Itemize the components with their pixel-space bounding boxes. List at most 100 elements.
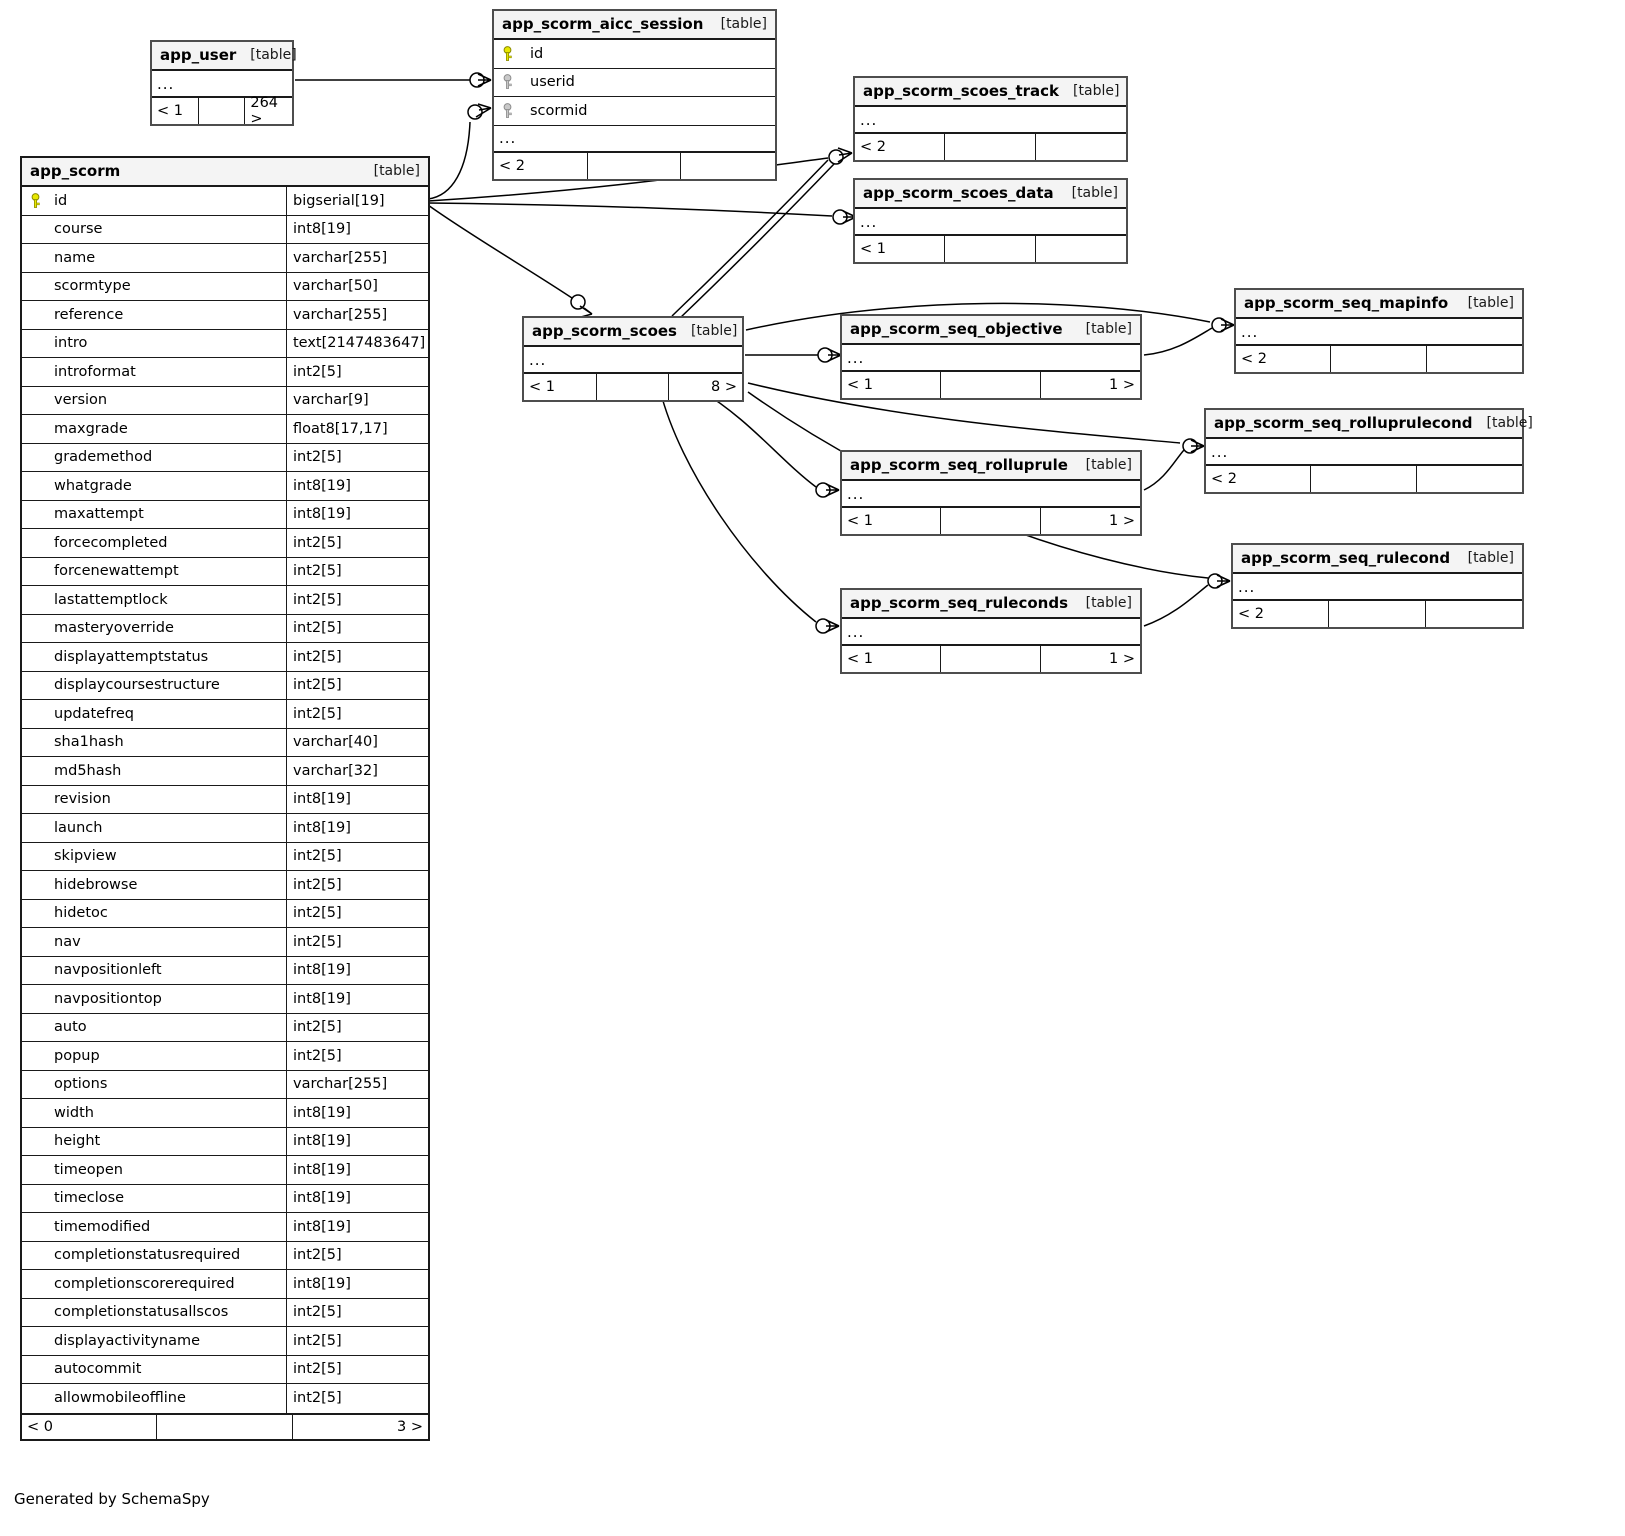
table-title: app_scorm_seq_rolluprule: [850, 456, 1068, 474]
table-node-app-user[interactable]: app_user [table] ... < 1 264 >: [150, 40, 297, 127]
column-type: int2[5]: [293, 591, 342, 608]
table-footer: < 1: [855, 236, 1126, 262]
column-type: int2[5]: [293, 534, 342, 551]
column-name: maxgrade: [22, 415, 287, 443]
table-node-app-scorm-seq-ruleconds[interactable]: app_scorm_seq_ruleconds [table] ... < 1 …: [840, 588, 1142, 674]
footer-parents-count: < 0: [22, 1414, 158, 1439]
table-node-app-scorm-seq-objective[interactable]: app_scorm_seq_objective [table] ... < 1 …: [840, 314, 1142, 400]
table-header: app_scorm_seq_mapinfo [table]: [1236, 290, 1522, 319]
column-type: int2[5]: [293, 363, 342, 380]
table-row: id: [494, 40, 775, 69]
column-name: userid: [530, 74, 575, 91]
table-footer: < 2: [855, 134, 1126, 160]
table-node-app-scorm-seq-rolluprulecond[interactable]: app_scorm_seq_rolluprulecond [table] ...…: [1204, 408, 1533, 494]
table-footer: < 1 8 >: [524, 374, 742, 400]
columns-ellipsis: ...: [855, 107, 1126, 134]
column-type: int2[5]: [293, 449, 342, 466]
column-type: int8[19]: [293, 1104, 351, 1121]
column-name: reference: [22, 301, 287, 329]
footer-parents-count: < 2: [855, 134, 946, 160]
column-name: skipview: [22, 842, 287, 870]
table-title: app_scorm_scoes_track: [863, 82, 1060, 100]
table-title: app_scorm_seq_rulecond: [1241, 549, 1451, 567]
table-node-app-scorm-scoes-data[interactable]: app_scorm_scoes_data [table] ... < 1: [853, 178, 1128, 264]
table-node-app-scorm-seq-mapinfo[interactable]: app_scorm_seq_mapinfo [table] ... < 2: [1234, 288, 1524, 374]
column-type: varchar[255]: [293, 1076, 388, 1093]
footer-parents-count: < 1: [524, 374, 597, 400]
column-name: completionscorerequired: [22, 1270, 287, 1298]
column-name: height: [22, 1127, 287, 1155]
footer-middle: [1329, 601, 1426, 627]
table-header: app_scorm_aicc_session [table]: [494, 11, 775, 40]
footer-children-count: 1 >: [1109, 651, 1135, 667]
footer-middle: [941, 508, 1041, 534]
table-node-app-scorm-scoes[interactable]: app_scorm_scoes [table] ... < 1 8 >: [522, 316, 744, 402]
table-type-tag: [table]: [1071, 185, 1118, 201]
column-name: autocommit: [22, 1355, 287, 1383]
table-node-app-scorm-seq-rulecond[interactable]: app_scorm_seq_rulecond [table] ... < 2: [1231, 543, 1524, 629]
column-type: int8[19]: [293, 1218, 351, 1235]
column-name: id: [530, 45, 544, 62]
table-footer: < 0 3 >: [22, 1412, 428, 1439]
column-type: float8[17,17]: [293, 420, 388, 437]
footer-children-count: [1427, 346, 1522, 372]
table-footer: < 1 1 >: [842, 372, 1140, 398]
table-footer: < 2: [1233, 601, 1522, 627]
table-type-tag: [table]: [1467, 295, 1514, 311]
column-type: int8[19]: [293, 506, 351, 523]
table-type-tag: [table]: [1085, 321, 1132, 337]
table-node-app-scorm-aicc-session[interactable]: app_scorm_aicc_session [table] id userid…: [492, 9, 777, 181]
table-node-app-scorm-scoes-track[interactable]: app_scorm_scoes_track [table] ... < 2: [853, 76, 1128, 162]
columns-ellipsis: ...: [1233, 574, 1522, 601]
table-type-tag: [table]: [1085, 595, 1132, 611]
column-name: hidetoc: [22, 899, 287, 927]
table-type-tag: [table]: [1486, 415, 1533, 431]
column-type: int2[5]: [293, 905, 342, 922]
column-type: int2[5]: [293, 677, 342, 694]
footer-children-count: 3 >: [397, 1418, 423, 1435]
table-title: app_scorm_seq_objective: [850, 320, 1063, 338]
column-name: timeclose: [22, 1184, 287, 1212]
footer-parents-count: < 1: [842, 508, 942, 534]
column-name: name: [22, 244, 287, 272]
primary-key-icon: [494, 40, 520, 68]
columns-ellipsis: ...: [1206, 439, 1522, 466]
table-node-app-scorm-seq-rolluprule[interactable]: app_scorm_seq_rolluprule [table] ... < 1…: [840, 450, 1142, 536]
footer-children-count: 1 >: [1109, 513, 1135, 529]
column-name: options: [22, 1070, 287, 1098]
column-type: int2[5]: [293, 1247, 342, 1264]
table-header: app_scorm_scoes [table]: [524, 318, 742, 347]
footer-children-count: 264 >: [250, 95, 279, 127]
column-type: int2[5]: [293, 705, 342, 722]
footer-children-count: 1 >: [1109, 377, 1135, 393]
footer-parents-count: < 2: [1233, 601, 1330, 627]
column-name: nav: [22, 928, 287, 956]
column-name: hidebrowse: [22, 871, 287, 899]
table-title: app_scorm_aicc_session: [502, 15, 704, 33]
table-footer: < 2: [1236, 346, 1522, 372]
table-footer: < 1 264 >: [152, 95, 292, 127]
column-type: varchar[32]: [293, 762, 378, 779]
footer-parents-count: < 1: [855, 236, 946, 262]
footer-middle: [945, 134, 1036, 160]
column-name: whatgrade: [22, 472, 287, 500]
column-type: int8[19]: [293, 477, 351, 494]
footer-middle: [945, 236, 1036, 262]
column-name: id: [48, 187, 287, 215]
column-name: forcenewattempt: [22, 557, 287, 585]
table-row: hidetoc int2[5]: [22, 899, 428, 928]
